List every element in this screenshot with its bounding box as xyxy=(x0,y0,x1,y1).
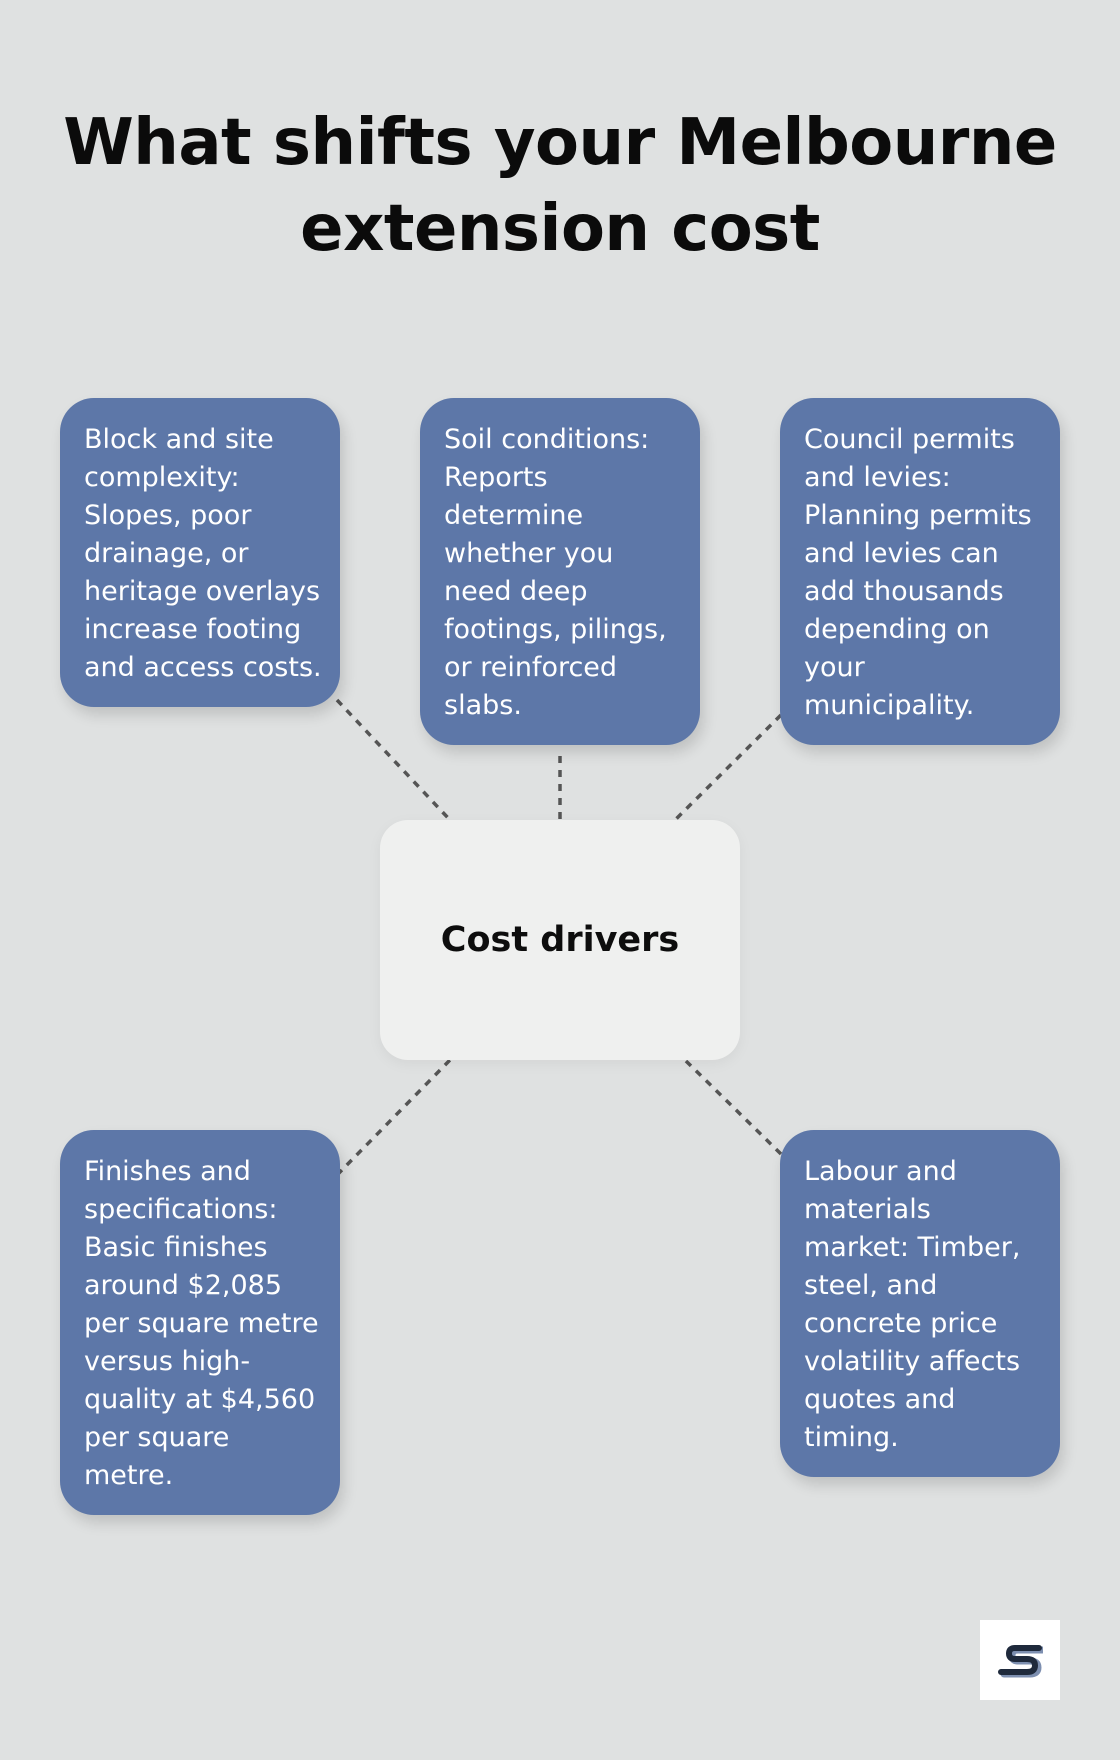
center-label: Cost drivers xyxy=(440,920,680,960)
brand-logo xyxy=(980,1620,1060,1700)
card-text: Block and site complexity: Slopes, poor … xyxy=(84,424,322,683)
diagram-title: What shifts your Melbourne extension cos… xyxy=(63,106,1057,266)
center-node: Cost drivers xyxy=(380,820,740,1060)
brand-logo-icon xyxy=(998,1645,1043,1678)
connector-line-finishes xyxy=(335,1058,452,1177)
cost-card-finishes: Finishes and specifications: Basic finis… xyxy=(60,1130,340,1515)
cost-card-labour-materials: Labour and materials market: Timber, ste… xyxy=(780,1130,1060,1477)
connector-line-council xyxy=(673,713,783,822)
card-text: Finishes and specifications: Basic finis… xyxy=(84,1156,319,1491)
card-text: Council permits and levies: Planning per… xyxy=(804,424,1032,721)
cost-card-site-complexity: Block and site complexity: Slopes, poor … xyxy=(60,398,340,707)
cost-card-soil-conditions: Soil conditions: Reports determine wheth… xyxy=(420,398,700,745)
card-text: Soil conditions: Reports determine wheth… xyxy=(444,424,667,721)
card-text: Labour and materials market: Timber, ste… xyxy=(804,1156,1021,1453)
connector-line-labour xyxy=(683,1058,783,1156)
cost-card-council-permits: Council permits and levies: Planning per… xyxy=(780,398,1060,745)
